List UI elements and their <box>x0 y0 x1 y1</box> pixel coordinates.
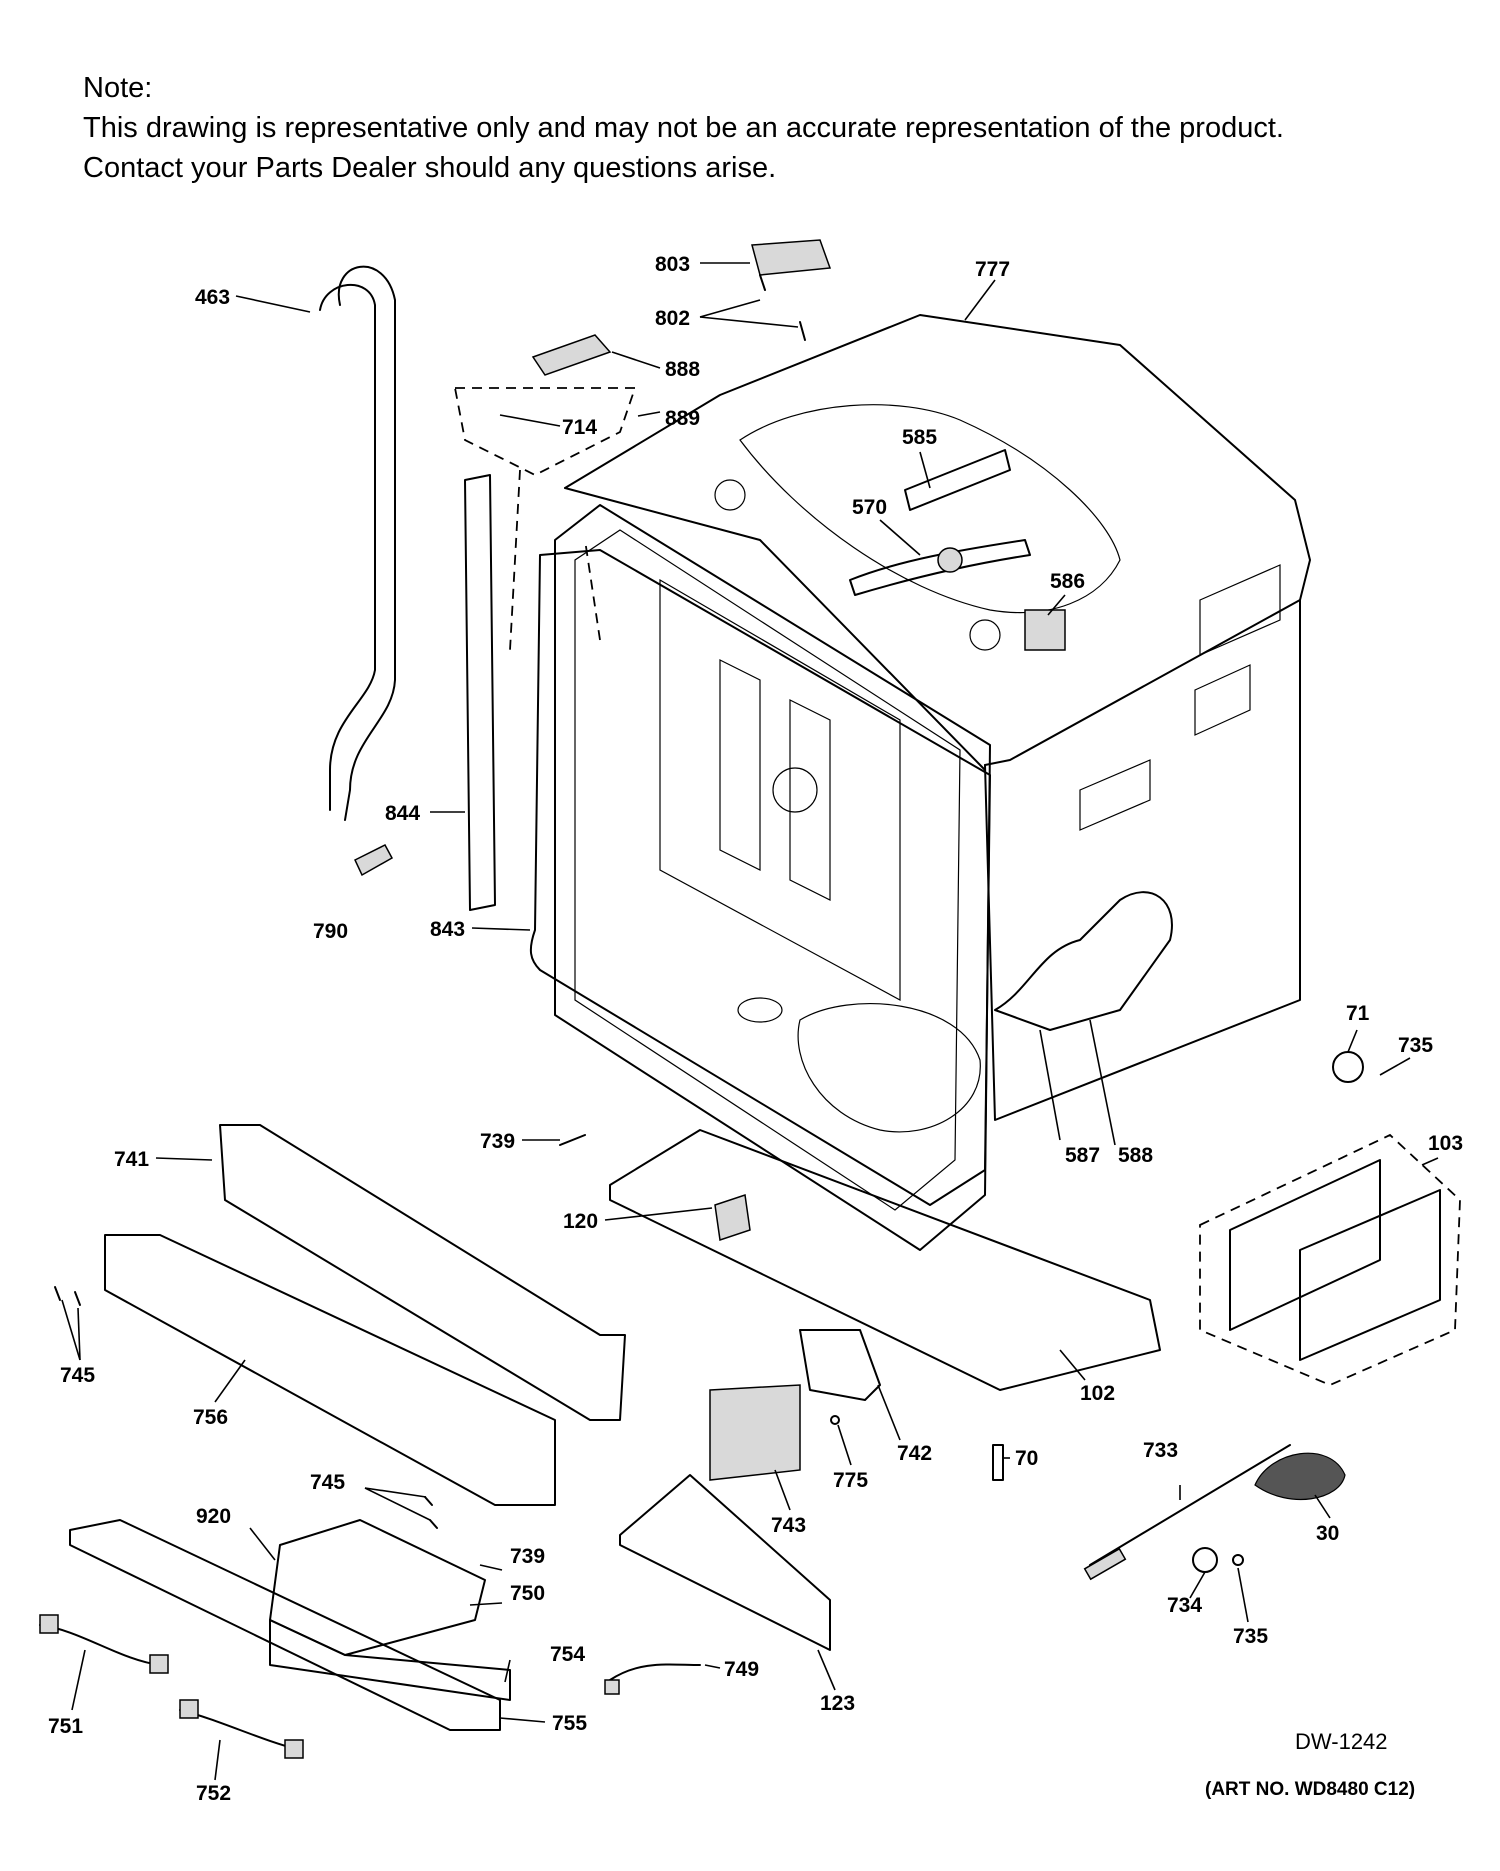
callout-777: 777 <box>975 258 1010 281</box>
part-30-shape <box>1254 1452 1346 1500</box>
callout-570: 570 <box>852 496 887 519</box>
note-line-2: Contact your Parts Dealer should any que… <box>83 152 777 184</box>
callout-733: 733 <box>1143 1439 1178 1462</box>
part-120-shape <box>714 1194 751 1241</box>
callout-739-upper: 739 <box>480 1130 515 1153</box>
callout-844: 844 <box>385 802 420 825</box>
leader-lines <box>61 262 1439 1781</box>
part-103-dashed-group <box>1199 1133 1461 1386</box>
callout-587: 587 <box>1065 1144 1100 1167</box>
part-734-shape <box>1192 1547 1218 1573</box>
callout-749: 749 <box>724 1658 759 1681</box>
callout-586: 586 <box>1050 570 1085 593</box>
part-70-shape <box>992 1444 1004 1481</box>
callout-920: 920 <box>196 1505 231 1528</box>
callout-103: 103 <box>1428 1132 1463 1155</box>
part-102-shape <box>609 1129 1161 1391</box>
part-844-shape <box>464 474 496 911</box>
part-570-shape <box>849 539 1031 596</box>
callout-102: 102 <box>1080 1382 1115 1405</box>
drawing-id: DW-1242 <box>1295 1729 1388 1754</box>
callout-790: 790 <box>313 920 348 943</box>
callout-70: 70 <box>1015 1447 1038 1470</box>
callout-120: 120 <box>563 1210 598 1233</box>
callout-463: 463 <box>195 286 230 309</box>
part-888-shape <box>531 334 612 376</box>
part-803-shape <box>751 239 832 276</box>
part-71-shape <box>1332 1051 1364 1083</box>
part-587-588-shape <box>994 891 1173 1031</box>
callout-30: 30 <box>1316 1522 1339 1545</box>
callout-775: 775 <box>833 1469 868 1492</box>
part-123-shape <box>619 1474 831 1651</box>
part-585-shape <box>904 449 1011 511</box>
note-title: Note: <box>83 72 153 104</box>
callout-714: 714 <box>562 416 597 439</box>
callout-756: 756 <box>193 1406 228 1429</box>
part-790-shape <box>354 844 394 877</box>
part-743-shape <box>709 1384 801 1481</box>
part-733-shape <box>1089 1444 1291 1566</box>
part-742-shape <box>799 1329 881 1401</box>
callout-123: 123 <box>820 1692 855 1715</box>
callout-743: 743 <box>771 1514 806 1537</box>
callout-755: 755 <box>552 1712 587 1735</box>
callout-751: 751 <box>48 1715 83 1738</box>
callout-741: 741 <box>114 1148 149 1171</box>
part-749-shape <box>609 1663 701 1681</box>
callout-735-upper: 735 <box>1398 1034 1433 1057</box>
callout-750: 750 <box>510 1582 545 1605</box>
art-number: (ART NO. WD8480 C12) <box>1205 1779 1415 1800</box>
part-741-shape <box>219 1124 626 1421</box>
callout-588: 588 <box>1118 1144 1153 1167</box>
callout-754: 754 <box>550 1643 585 1666</box>
part-463-shape <box>337 265 396 821</box>
callout-888: 888 <box>665 358 700 381</box>
callout-843: 843 <box>430 918 465 941</box>
callout-734: 734 <box>1167 1594 1202 1617</box>
callout-735-lower: 735 <box>1233 1625 1268 1648</box>
callout-802: 802 <box>655 307 690 330</box>
part-586-shape <box>1024 609 1066 651</box>
callout-889: 889 <box>665 407 700 430</box>
part-756-shape <box>104 1234 556 1506</box>
callout-71: 71 <box>1346 1002 1370 1025</box>
callout-752: 752 <box>196 1782 231 1805</box>
callout-745-middle: 745 <box>310 1471 345 1494</box>
callout-585: 585 <box>902 426 937 449</box>
callout-labels: 463 803 777 802 888 714 889 585 570 586 … <box>48 253 1463 1805</box>
tub-assembly <box>554 314 1311 1251</box>
callout-742: 742 <box>897 1442 932 1465</box>
part-754-shape <box>269 1619 511 1701</box>
part-889-dashed-group <box>453 387 637 477</box>
callout-745-left: 745 <box>60 1364 95 1387</box>
part-843-shape <box>529 549 991 1206</box>
part-755-shape <box>69 1519 501 1731</box>
note-line-1: This drawing is representative only and … <box>83 112 1284 144</box>
callout-739-lower: 739 <box>510 1545 545 1568</box>
callout-803: 803 <box>655 253 690 276</box>
